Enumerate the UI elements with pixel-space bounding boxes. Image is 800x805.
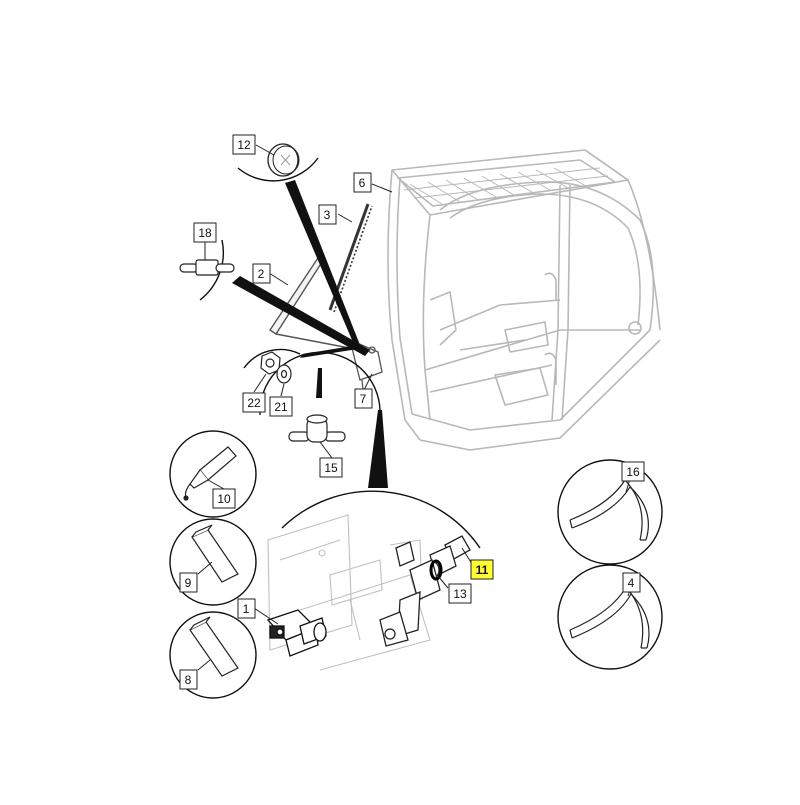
pointer-detail xyxy=(368,410,388,488)
callout-10: 10 xyxy=(212,488,236,509)
callout-22-label: 22 xyxy=(247,396,261,410)
callout-9: 9 xyxy=(179,572,198,593)
callout-13-label: 12 xyxy=(237,138,251,152)
washer-part xyxy=(276,364,292,384)
callout-2: 2 xyxy=(252,263,271,284)
callout-21-label: 21 xyxy=(274,400,288,414)
callout-8: 8 xyxy=(179,669,198,690)
callout-11-label: 11 xyxy=(476,563,489,577)
callout-12: 13 xyxy=(448,583,472,604)
callout-1-label: 1 xyxy=(243,602,250,616)
callout-4-label: 4 xyxy=(628,576,635,590)
callout-8-label: 8 xyxy=(185,673,192,687)
detail-arcs xyxy=(169,157,663,699)
grommet-part xyxy=(267,143,300,177)
callout-9-label: 9 xyxy=(185,576,192,590)
callout-6-label: 6 xyxy=(359,176,366,190)
callout-22: 22 xyxy=(242,392,266,413)
callout-21: 21 xyxy=(269,396,293,417)
callout-18-label: 18 xyxy=(198,226,212,240)
callout-3-label: 3 xyxy=(324,208,331,222)
hose-part-16 xyxy=(569,479,649,541)
connector-part xyxy=(179,259,235,276)
t-fitting-part xyxy=(288,414,346,443)
callout-4: 4 xyxy=(622,572,641,593)
callout-7-label: 7 xyxy=(360,392,367,406)
seal-ring xyxy=(429,559,443,581)
callout-3: 3 xyxy=(318,204,337,225)
callout-6: 6 xyxy=(353,172,372,193)
leader-lines xyxy=(197,144,631,671)
nut-part xyxy=(260,351,281,375)
callout-10-label: 10 xyxy=(217,492,231,506)
callout-12-label: 13 xyxy=(453,587,467,601)
callout-16: 16 xyxy=(621,461,645,482)
hose-part-4 xyxy=(569,585,650,649)
callout-11: 11 xyxy=(470,559,494,580)
callout-2-label: 2 xyxy=(258,267,265,281)
detail-background xyxy=(267,514,431,671)
callout-13: 12 xyxy=(232,134,256,155)
callout-16-label: 16 xyxy=(626,465,640,479)
pointer-13 xyxy=(285,180,360,347)
pointer-21 xyxy=(300,345,358,358)
callout-7: 7 xyxy=(354,388,373,409)
pointer-18 xyxy=(232,276,370,356)
cab-frame xyxy=(387,149,661,451)
pad-part-9 xyxy=(191,524,239,583)
callout-15-label: 15 xyxy=(324,461,338,475)
detail-pointers xyxy=(232,180,388,488)
pad-part-8 xyxy=(189,616,239,677)
pump-part xyxy=(266,609,327,657)
callout-18: 18 xyxy=(193,222,217,243)
pointer-15 xyxy=(316,368,322,398)
callout-1: 1 xyxy=(237,598,256,619)
callout-15: 15 xyxy=(319,457,343,478)
sealant-tube xyxy=(183,446,237,501)
